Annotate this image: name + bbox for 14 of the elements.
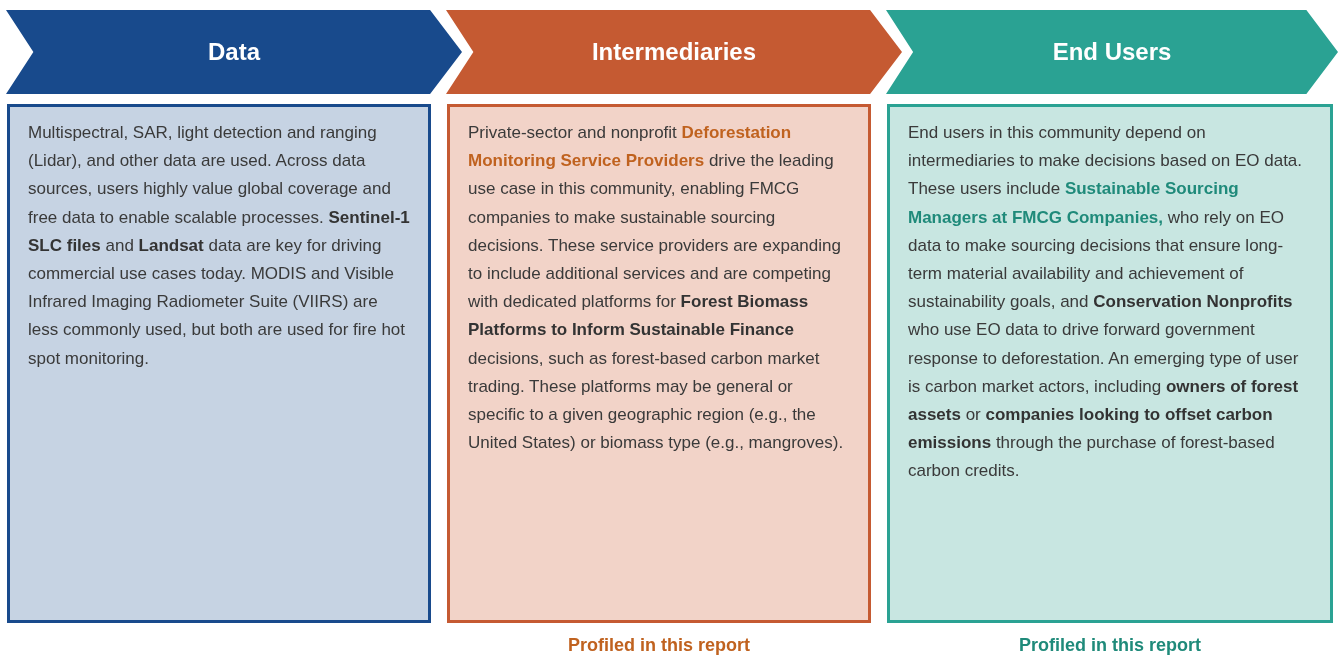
text-panel	[887, 104, 1333, 623]
banner-title: Intermediaries	[591, 38, 757, 66]
panel-text: End users in this community depend on intermediaries to make decisions based on EO data. These users include Sustainable Sourcing Managers at FMCG Companies, who rely on EO data to make sourcing decisions that ensure long-term material availability and achievement of sustainability goals, and Conservation Nonprofits who use EO data to drive forward government response to deforestation. An emerging type of user is carbon market actors, including owners of forest assets or companies looking to offset carbon emissions through the purchase of forest-based carbon credits.	[908, 122, 1304, 483]
text-panel	[447, 104, 871, 623]
panel-text: Private-sector and nonprofit Deforestation Monitoring Service Providers drive the leading use case in this community, enabling FMCG companies to make sustainable sourcing decisions. These service providers are expanding to include additional services and are competing with dedicated platforms for Forest Biomass Platforms to Inform Sustainable Finance decisions, such as forest-based carbon market trading. These platforms may be general or specific to a given geographic region (e.g., the United States) or biomass type (e.g., mangroves).	[468, 122, 845, 455]
chevron-banner	[446, 10, 902, 94]
chevron-banner	[6, 10, 462, 94]
note-text: Profiled in this report	[1019, 635, 1201, 656]
note-text: Profiled in this report	[568, 635, 750, 656]
banner-title: End Users	[1052, 38, 1172, 66]
text-panel	[7, 104, 431, 623]
chevron-banner	[886, 10, 1338, 94]
banner-title: Data	[208, 38, 260, 66]
panel-text: Multispectral, SAR, light detection and ranging (Lidar), and other data are used. Across data sources, users highly value global coverage and free data to enable scalable processes. Sentinel-1 SLC files and Landsat data are key for driving commercial use cases today. MODIS and Visible Infrared Imaging Radiometer Suite (VIIRS) are less commonly used, but both are used for fire hot spot monitoring.	[28, 122, 410, 370]
